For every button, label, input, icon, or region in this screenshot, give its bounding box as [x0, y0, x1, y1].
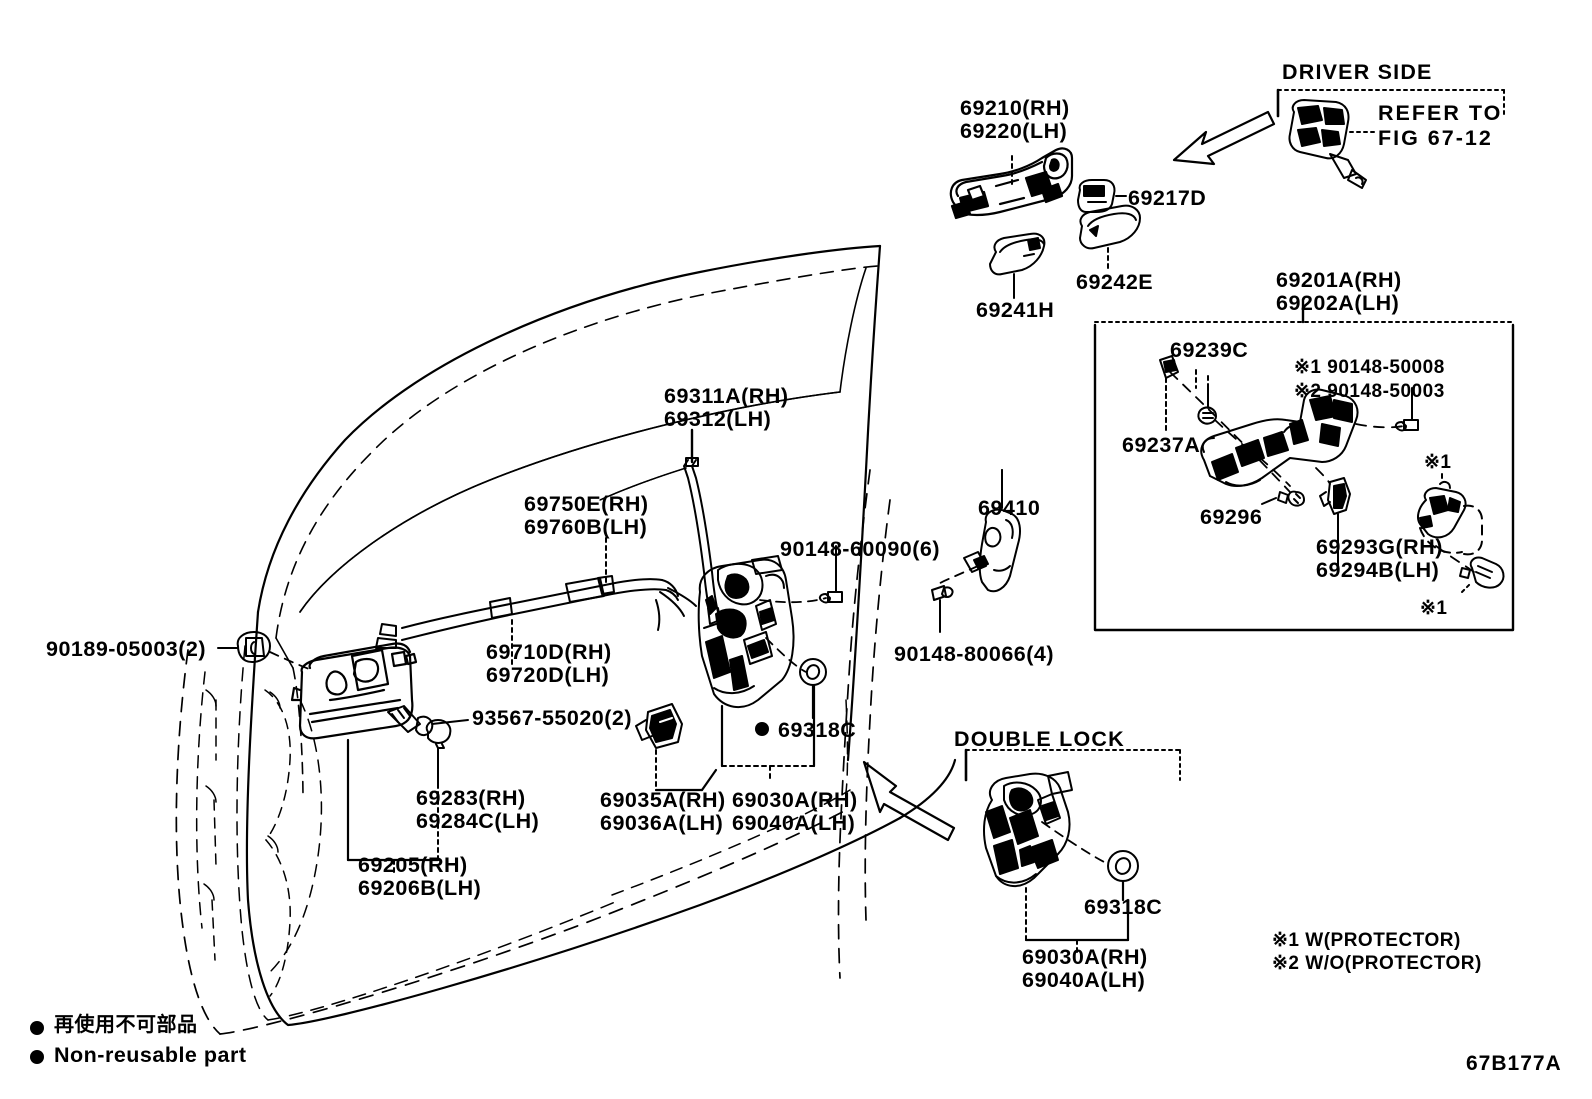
- header-double-lock: DOUBLE LOCK: [954, 727, 1125, 751]
- note-screw-90148-50003: ※2 90148-50003: [1294, 381, 1445, 402]
- label-69239c: 69239C: [1170, 338, 1249, 362]
- note-protector-without: ※2 W/O(PROTECTOR): [1272, 953, 1482, 974]
- figure-code: 67B177A: [1466, 1052, 1562, 1075]
- header-driver-side: DRIVER SIDE: [1282, 60, 1433, 84]
- label-69294b-lh: 69294B(LH): [1316, 558, 1440, 582]
- label-cable-69750e: 69750E(RH): [524, 492, 649, 516]
- label-69296: 69296: [1200, 505, 1263, 529]
- label-rod-69311a: 69311A(RH): [664, 384, 789, 408]
- label-rod-69312: 69312(LH): [664, 407, 772, 431]
- refer-to-line1: REFER TO: [1378, 101, 1503, 125]
- label-washer-69318c: 69318C: [778, 718, 857, 742]
- refer-to-line2: FIG 67-12: [1378, 126, 1493, 150]
- legend-text-jp: 再使用不可部品: [54, 1012, 198, 1036]
- legend-dot-jp: [30, 1021, 44, 1035]
- label-outer-handle-rh: 69210(RH): [960, 96, 1070, 120]
- label-knob-69283: 69283(RH): [416, 786, 526, 810]
- label-inner-handle-69205: 69205(RH): [358, 853, 468, 877]
- label-screw-90148-60090: 90148-60090(6): [780, 537, 941, 561]
- label-bolt-90148-80066: 90148-80066(4): [894, 642, 1055, 666]
- label-cable-69760b: 69760B(LH): [524, 515, 648, 539]
- label-handle-base-rh: 69201A(RH): [1276, 268, 1402, 292]
- label-cover-69241h: 69241H: [976, 298, 1055, 322]
- label-cable-69710d: 69710D(RH): [486, 640, 612, 664]
- note-screw-90148-50008: ※1 90148-50008: [1294, 357, 1445, 378]
- mark-protector-1b: ※1: [1420, 598, 1448, 619]
- label-69237a: 69237A: [1122, 433, 1201, 457]
- label-handle-base-lh: 69202A(LH): [1276, 291, 1400, 315]
- label-cable-69720d: 69720D(LH): [486, 663, 610, 687]
- mark-protector-1a: ※1: [1424, 452, 1452, 473]
- label-cap-69217d: 69217D: [1128, 186, 1207, 210]
- label-dl-lock-lh: 69040A(LH): [1022, 968, 1146, 992]
- label-striker-69410: 69410: [978, 496, 1041, 520]
- label-knob-69284c: 69284C(LH): [416, 809, 540, 833]
- legend-text-en: Non-reusable part: [54, 1043, 247, 1067]
- note-protector-with: ※1 W(PROTECTOR): [1272, 930, 1461, 951]
- label-lock-69040a: 69040A(LH): [732, 811, 856, 835]
- label-lock-69030a: 69030A(RH): [732, 788, 858, 812]
- label-inner-handle-69206b: 69206B(LH): [358, 876, 482, 900]
- label-bezel-69036a: 69036A(LH): [600, 811, 724, 835]
- label-cover-69242e: 69242E: [1076, 270, 1154, 294]
- legend-dot-en: [30, 1050, 44, 1064]
- label-screw-93567-55020: 93567-55020(2): [472, 706, 633, 730]
- label-dl-lock-rh: 69030A(RH): [1022, 945, 1148, 969]
- label-69293g-rh: 69293G(RH): [1316, 535, 1443, 559]
- label-clip-90189-05003: 90189-05003(2): [46, 637, 207, 661]
- label-outer-handle-lh: 69220(LH): [960, 119, 1068, 143]
- label-dl-washer-69318c: 69318C: [1084, 895, 1163, 919]
- non-reusable-marker-dot: [755, 722, 769, 736]
- label-bezel-69035a: 69035A(RH): [600, 788, 726, 812]
